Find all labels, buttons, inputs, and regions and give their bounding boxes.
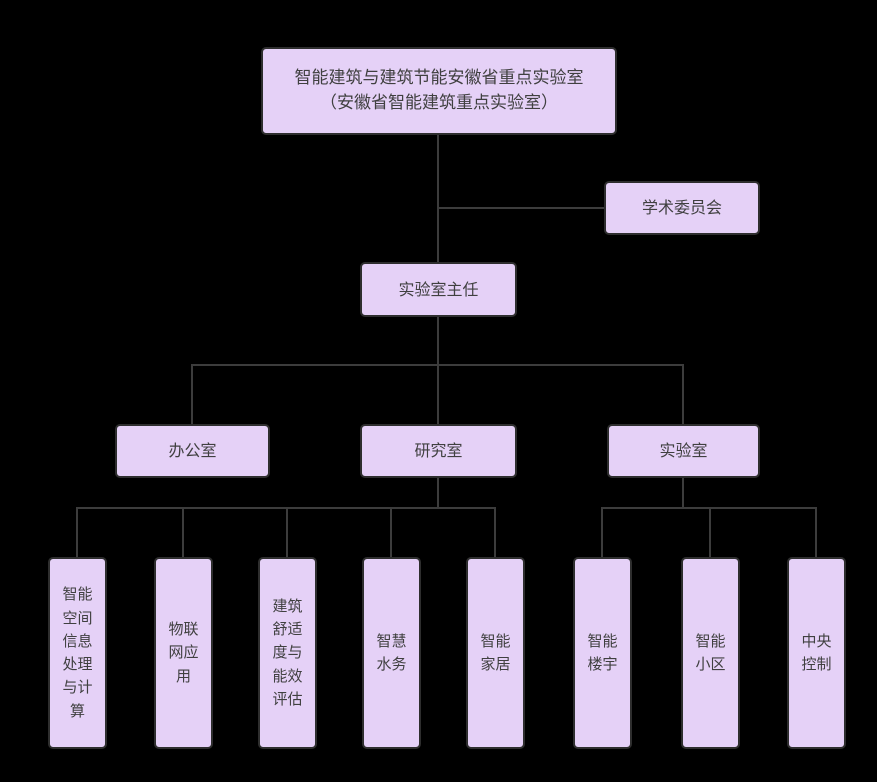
connector-line <box>815 507 817 557</box>
node-label: 智能楼宇 <box>587 631 618 673</box>
node-laboratory: 实验室 <box>607 424 760 478</box>
connector-line <box>437 207 604 209</box>
node-label: 办公室 <box>168 441 217 460</box>
node-academic-committee: 学术委员会 <box>604 181 760 235</box>
node-smart-building: 智能楼宇 <box>573 557 632 749</box>
node-root-lab: 智能建筑与建筑节能安徽省重点实验室 （安徽省智能建筑重点实验室） <box>261 47 617 135</box>
node-smart-water: 智慧水务 <box>362 557 421 749</box>
node-building-comfort-energy: 建筑舒适度与能效评估 <box>258 557 317 749</box>
connector-line <box>286 507 288 557</box>
node-label: 实验室主任 <box>398 279 479 299</box>
connector-line <box>437 478 439 508</box>
node-label: 智能空间信息处理与计算 <box>62 585 93 720</box>
node-research-office: 研究室 <box>360 424 517 478</box>
node-label: 建筑舒适度与能效评估 <box>272 596 303 708</box>
connector-line <box>182 507 184 557</box>
node-label: 智慧水务 <box>376 631 407 673</box>
connector-line <box>191 364 193 424</box>
node-smart-home: 智能家居 <box>466 557 525 749</box>
node-label: 中央控制 <box>801 631 832 673</box>
connector-line <box>191 364 684 366</box>
root-label-line2: （安徽省智能建筑重点实验室） <box>320 93 558 113</box>
root-label-line1: 智能建筑与建筑节能安徽省重点实验室 <box>294 68 584 89</box>
connector-line <box>437 135 439 262</box>
node-lab-director: 实验室主任 <box>360 262 517 317</box>
connector-line <box>601 507 603 557</box>
node-central-control: 中央控制 <box>787 557 846 749</box>
node-label: 智能家居 <box>480 631 511 673</box>
node-smart-community: 智能小区 <box>681 557 740 749</box>
node-label: 实验室 <box>659 441 708 460</box>
connector-line <box>76 507 78 557</box>
connector-line <box>682 478 684 508</box>
node-root-label: 智能建筑与建筑节能安徽省重点实验室 （安徽省智能建筑重点实验室） <box>295 66 584 115</box>
node-label: 研究室 <box>414 441 463 460</box>
connector-line <box>437 317 439 424</box>
connector-line <box>709 507 711 557</box>
node-iot-application: 物联网应用 <box>154 557 213 749</box>
connector-line <box>390 507 392 557</box>
connector-line <box>494 507 496 557</box>
node-label: 物联网应用 <box>168 620 199 685</box>
connector-line <box>682 364 684 424</box>
node-label: 学术委员会 <box>641 198 722 217</box>
node-smart-spatial-info: 智能空间信息处理与计算 <box>48 557 107 749</box>
node-office: 办公室 <box>115 424 270 478</box>
node-label: 智能小区 <box>695 631 726 673</box>
